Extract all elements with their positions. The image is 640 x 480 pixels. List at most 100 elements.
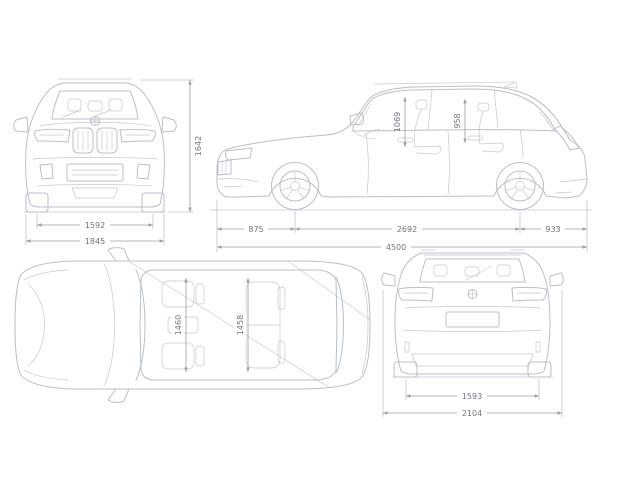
spokes <box>280 170 310 200</box>
front-wipers <box>62 109 112 118</box>
headrest <box>433 264 448 277</box>
front-seat <box>161 342 195 370</box>
label-halo <box>80 220 110 231</box>
diffuser <box>411 353 534 367</box>
top-view: 1460 1458 <box>14 247 371 403</box>
rear-right-tire <box>527 361 552 378</box>
side-view-car <box>209 81 593 211</box>
front-view-dimensions: 1592 1845 1642 <box>25 79 203 247</box>
rear-right-mirror <box>549 272 564 287</box>
top-view-dimensions: 1460 1458 <box>172 278 250 372</box>
headrest <box>108 98 123 112</box>
glasshouse-outline <box>352 88 557 132</box>
rear-bumper-contour <box>555 178 587 194</box>
label-halo <box>392 224 422 235</box>
pillar-lines <box>357 88 554 131</box>
hub <box>515 181 525 191</box>
dim-overall-height: 1642 <box>194 136 203 156</box>
rear-wiper <box>465 265 493 281</box>
dim-track-width: 1592 <box>85 221 105 230</box>
side-mirror <box>349 112 364 126</box>
dim-width-incl-mirrors: 2104 <box>462 409 482 418</box>
side-taillight <box>553 125 580 151</box>
dim-overall-width: 1845 <box>85 237 105 246</box>
left-air-vent <box>39 163 54 180</box>
hub <box>290 181 300 191</box>
top-view-car <box>14 247 371 403</box>
headrest <box>464 266 480 277</box>
label-halo <box>172 310 184 340</box>
tire <box>271 162 319 210</box>
rear-view: 1593 2104 <box>381 249 564 419</box>
dim-front-headroom: 1069 <box>393 112 402 132</box>
rear-seat <box>478 111 504 153</box>
extension-line <box>216 200 588 252</box>
spokes <box>505 170 535 200</box>
front-view-car <box>13 78 177 213</box>
right-headlight <box>119 128 156 143</box>
side-body-outline <box>216 85 588 199</box>
dim-wheelbase: 2692 <box>397 225 417 234</box>
front-view: 1592 1845 1642 <box>13 78 203 247</box>
label-halo <box>541 224 565 235</box>
dim-rear-track: 1593 <box>462 392 482 401</box>
antenna-fin <box>503 81 518 89</box>
left-taillight <box>398 286 434 302</box>
label-halo <box>381 242 411 253</box>
front-windshield <box>51 90 139 120</box>
side-grille <box>217 159 232 176</box>
front-seat-headrest <box>415 99 428 110</box>
front-seat-headrest <box>195 283 205 305</box>
front-seat <box>413 109 442 155</box>
rear-left-tire <box>393 361 418 378</box>
side-view-dimensions: 1069 958 875 2692 933 4500 <box>216 97 588 253</box>
rear-seat-headrest <box>477 102 490 112</box>
front-bumper-contours <box>23 269 69 381</box>
intake-slats <box>71 169 119 176</box>
label-halo <box>80 236 110 247</box>
license-plate-recess <box>445 311 500 328</box>
label-halo <box>457 391 487 402</box>
dashboard <box>353 129 381 140</box>
headrest <box>87 100 103 112</box>
front-seat-headrest <box>195 345 205 367</box>
headrest <box>67 98 82 112</box>
hatch-lines <box>361 275 369 375</box>
dim-rear-interior-width: 1458 <box>236 315 245 335</box>
lower-intake <box>66 163 124 182</box>
rear-left-mirror <box>381 272 396 287</box>
tailgate-lines <box>402 306 543 332</box>
bumper-line <box>32 157 158 160</box>
extension-line <box>25 79 194 245</box>
interior-seats <box>353 99 504 155</box>
door-handle <box>397 137 414 143</box>
front-wheel <box>271 162 319 210</box>
right-air-vent <box>136 163 151 180</box>
grille-right <box>96 127 118 154</box>
skid-plate <box>71 187 119 199</box>
roundel-cross <box>90 116 100 126</box>
right-reflector <box>535 341 541 353</box>
top-right-mirror <box>107 388 130 403</box>
dim-rear-headroom: 958 <box>453 113 462 128</box>
right-taillight <box>511 286 547 302</box>
windshield-top-arc <box>135 269 146 381</box>
brand-roundel <box>90 116 100 126</box>
top-body-outline <box>14 260 371 390</box>
rear-headrests <box>433 264 511 277</box>
cowl-line <box>103 263 115 387</box>
door-seams <box>365 128 524 195</box>
left-mirror <box>13 116 29 133</box>
front-seat <box>161 280 195 308</box>
brand-roundel-rear <box>467 289 478 299</box>
dim-overall-length: 4500 <box>386 243 406 252</box>
rear-headrest <box>277 340 286 364</box>
dim-rear-overhang: 933 <box>545 225 560 234</box>
label-halo <box>457 408 487 419</box>
front-bumper-contour <box>217 178 259 188</box>
rear-body-outline <box>394 252 551 375</box>
roof-outline <box>139 269 338 381</box>
right-mirror <box>161 116 177 133</box>
lower-bumper-line <box>37 184 153 187</box>
